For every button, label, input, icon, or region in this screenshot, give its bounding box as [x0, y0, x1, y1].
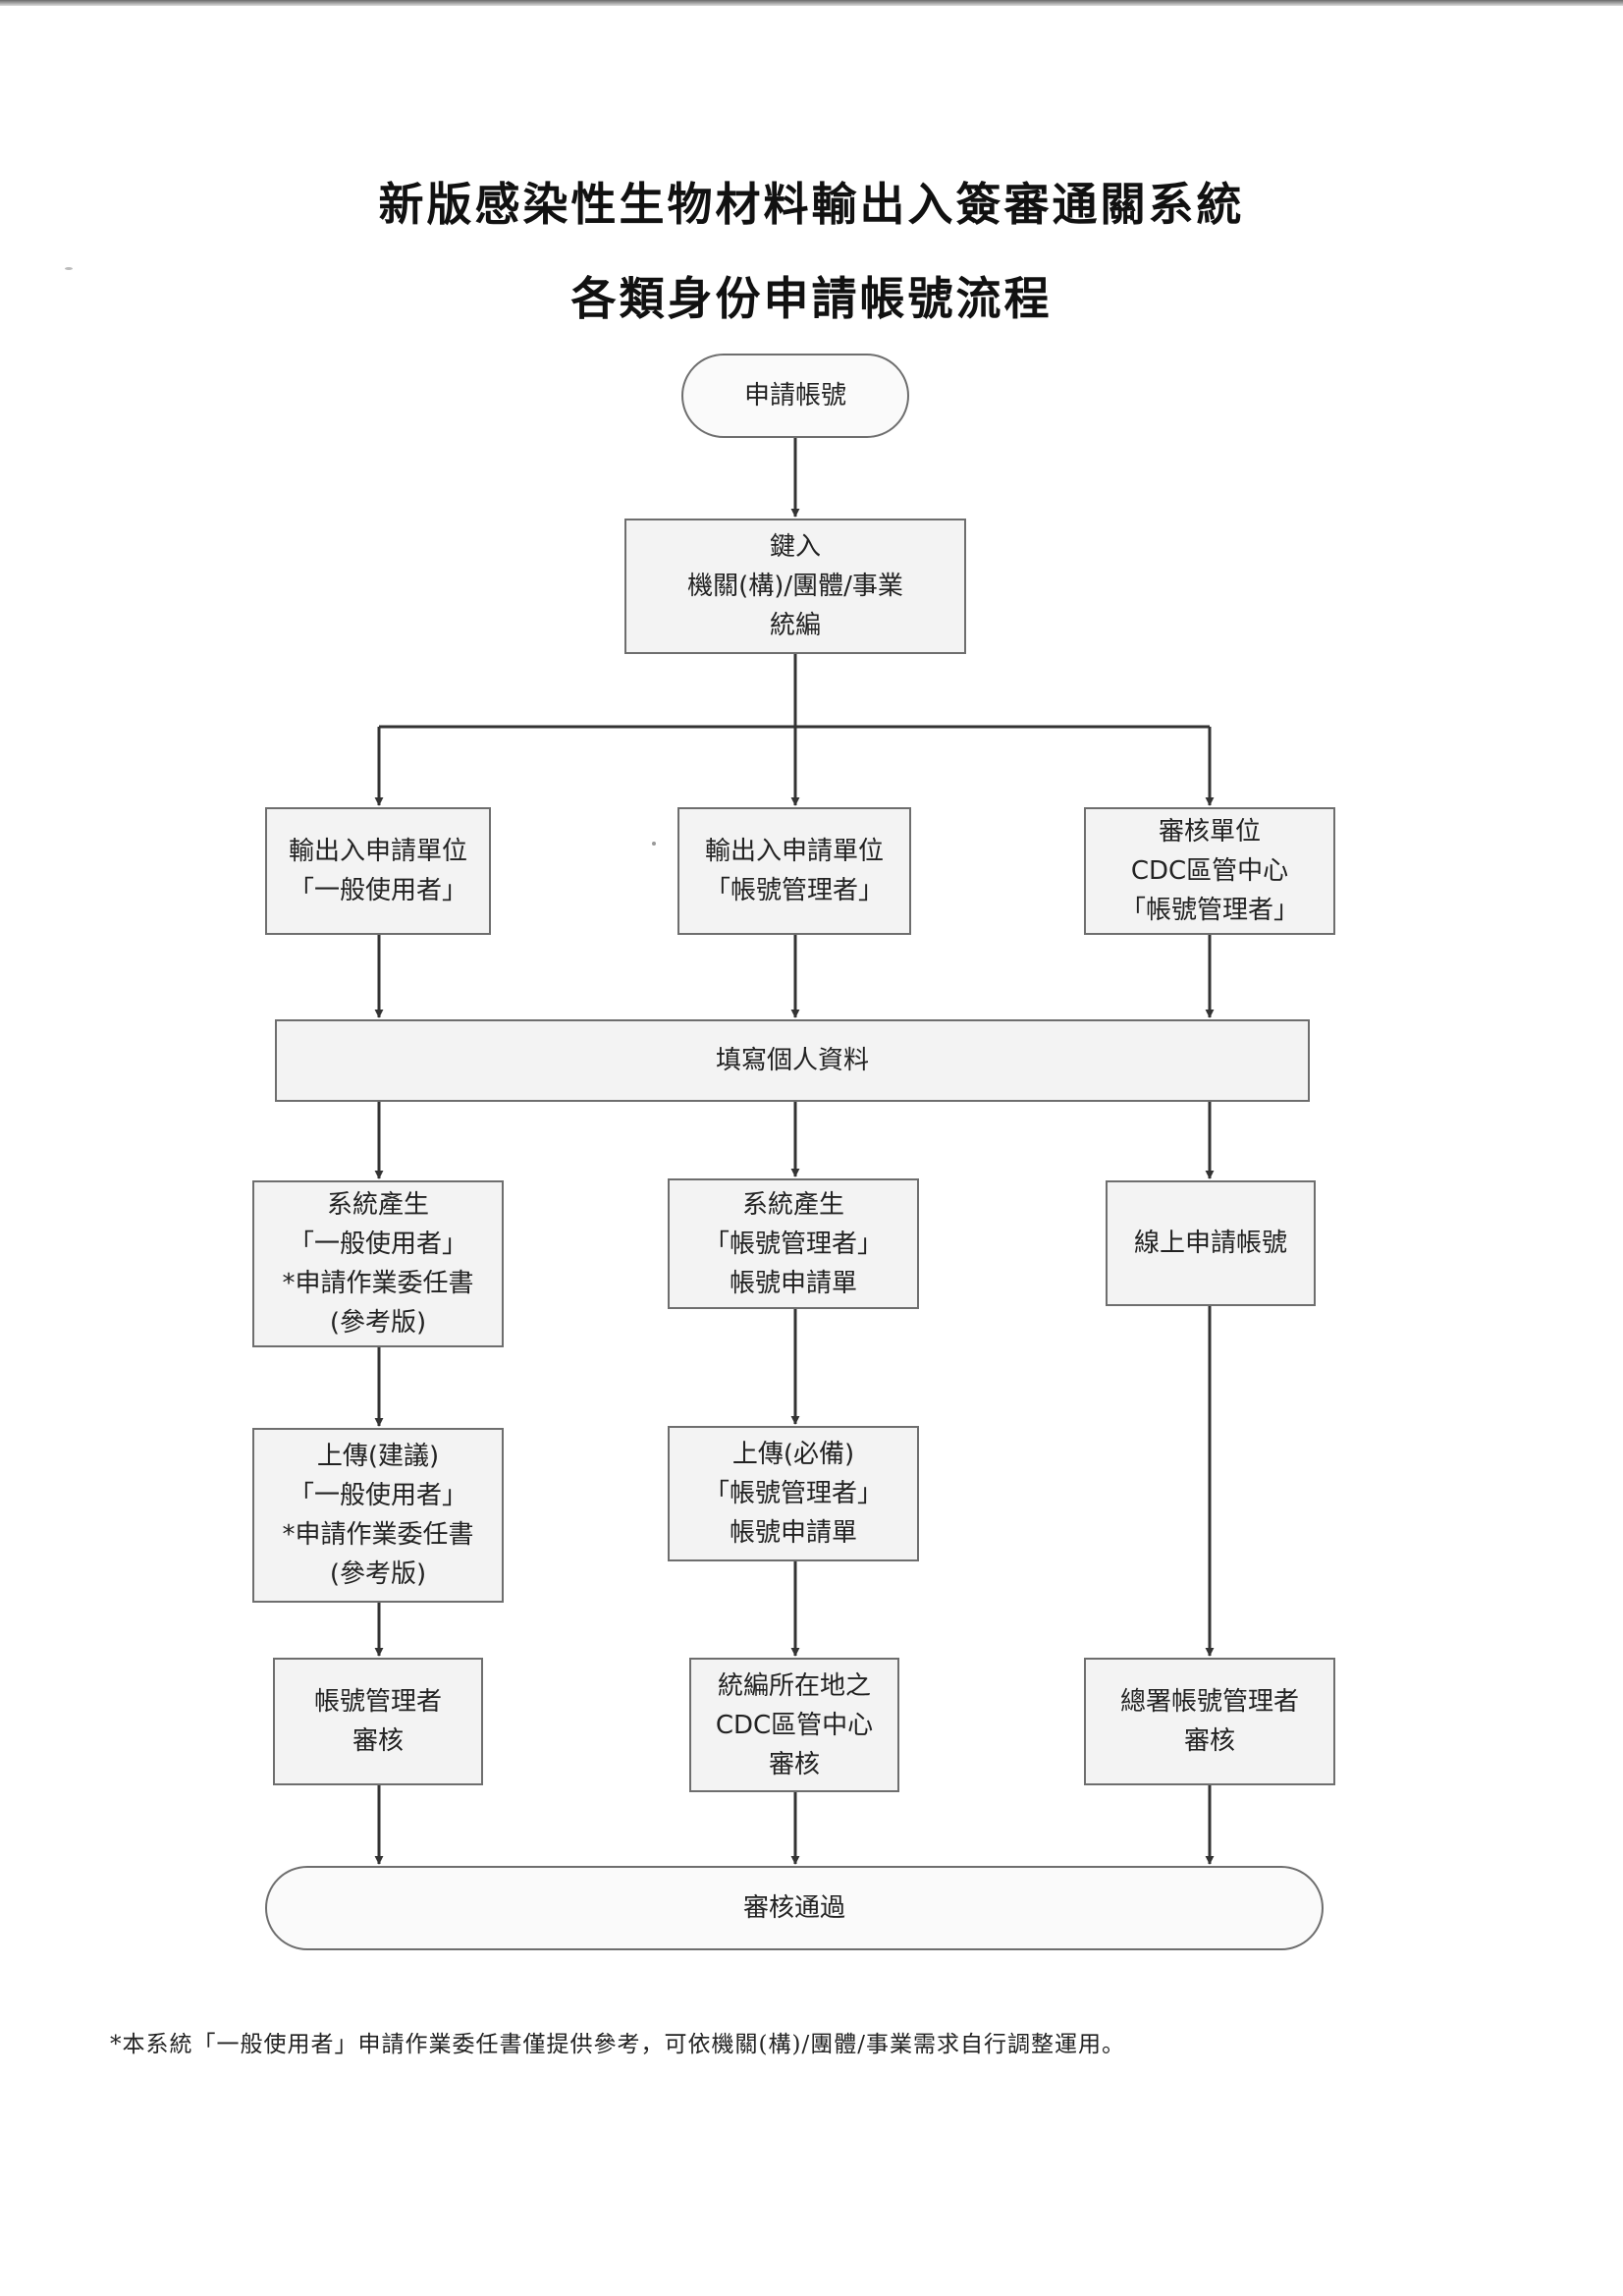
- node-review-cdc: 統編所在地之 CDC區管中心 審核: [689, 1658, 899, 1792]
- node-gen-general-user: 系統產生 「一般使用者」 *申請作業委任書 (參考版): [252, 1180, 504, 1347]
- node-review-unit: 審核單位 CDC區管中心 「帳號管理者」: [1084, 807, 1335, 935]
- diagram-subtitle: 各類身份申請帳號流程: [570, 272, 1053, 325]
- node-review-hq: 總署帳號管理者 審核: [1084, 1658, 1335, 1785]
- node-upload-account-admin: 上傳(必備) 「帳號管理者」 帳號申請單: [668, 1426, 919, 1561]
- node-start: 申請帳號: [681, 354, 909, 438]
- scan-speck: [652, 842, 656, 846]
- node-upload-general-user: 上傳(建議) 「一般使用者」 *申請作業委任書 (參考版): [252, 1428, 504, 1603]
- scan-speck: [65, 267, 73, 270]
- footnote: *本系統「一般使用者」申請作業委任書僅提供參考，可依機關(構)/團體/事業需求自…: [110, 2032, 1125, 2057]
- node-fill-personal-data: 填寫個人資料: [275, 1019, 1310, 1102]
- node-account-admin: 輸出入申請單位 「帳號管理者」: [677, 807, 911, 935]
- node-general-user: 輸出入申請單位 「一般使用者」: [265, 807, 491, 935]
- diagram-title: 新版感染性生物材料輸出入簽審通關系統: [378, 178, 1245, 231]
- node-key-in: 鍵入 機關(構)/團體/事業 統編: [624, 519, 966, 654]
- node-online-apply: 線上申請帳號: [1106, 1180, 1316, 1306]
- scan-edge: [0, 0, 1623, 6]
- node-review-account-admin: 帳號管理者 審核: [273, 1658, 483, 1785]
- node-gen-account-admin: 系統產生 「帳號管理者」 帳號申請單: [668, 1178, 919, 1309]
- node-approved: 審核通過: [265, 1866, 1324, 1950]
